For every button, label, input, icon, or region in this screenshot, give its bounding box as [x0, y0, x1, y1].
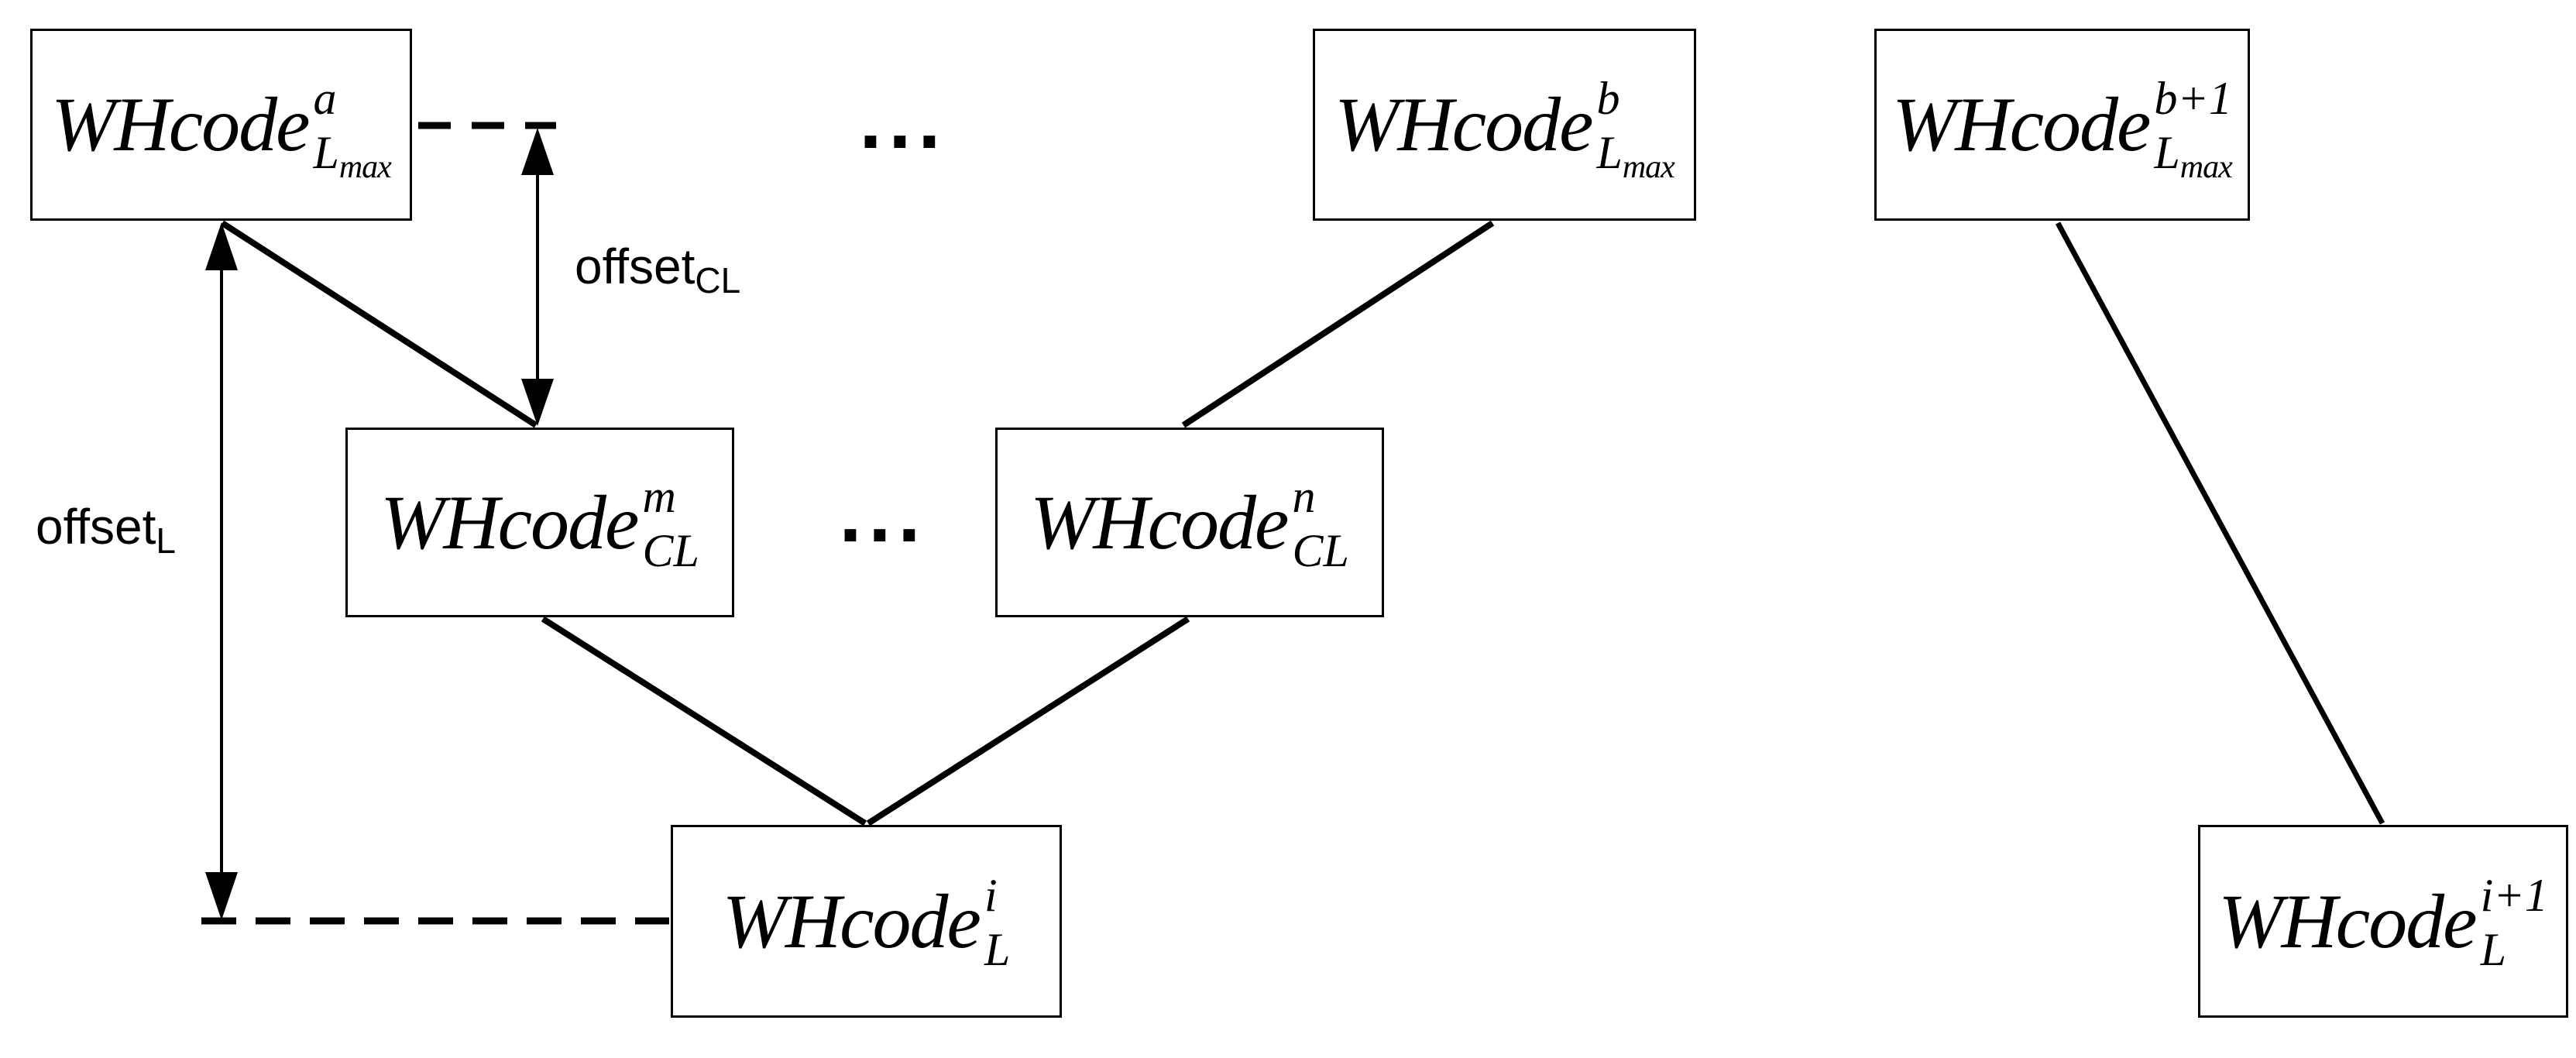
node-m-superscript: m — [642, 470, 676, 522]
edge-b-to-n — [1181, 220, 1495, 428]
node-m-base: WHcode — [380, 479, 639, 565]
node-whcode-b-label: WHcode b Lmax — [1334, 70, 1675, 184]
node-b1-subsubscript: max — [2179, 149, 2233, 185]
node-i-base: WHcode — [722, 878, 981, 964]
node-whcode-n-label: WHcode n CL — [1030, 469, 1349, 577]
offset-cl-label-base: offset — [575, 239, 696, 294]
node-whcode-b: WHcode b Lmax — [1313, 29, 1696, 221]
node-n-superscript: n — [1292, 470, 1316, 522]
node-whcode-i: WHcode i L — [671, 825, 1062, 1018]
node-i-scripts: i L — [984, 872, 1010, 981]
node-n-base: WHcode — [1030, 479, 1289, 565]
node-a-subsubscript: max — [338, 149, 392, 185]
node-i-superscript: i — [984, 869, 998, 921]
offset-l-arrowhead-down — [205, 872, 238, 920]
node-a-subscript: Lmax — [313, 127, 392, 185]
node-b-subsubscript: max — [1622, 149, 1675, 185]
node-i-subscript: L — [984, 923, 1011, 975]
node-a-scripts: a Lmax — [313, 73, 392, 185]
node-whcode-a-label: WHcode a Lmax — [51, 70, 392, 184]
node-i1-scripts: i+1 L — [2481, 872, 2548, 981]
offset-cl-label-subscript: CL — [695, 260, 741, 301]
edge-n-to-i — [866, 616, 1190, 826]
node-whcode-m: WHcode m CL — [345, 428, 734, 617]
node-a-superscript: a — [313, 73, 337, 124]
node-b1-base: WHcode — [1892, 81, 2151, 167]
node-b1-superscript: b+1 — [2154, 73, 2232, 124]
node-b-base: WHcode — [1334, 81, 1593, 167]
offset-l-label: offsetL — [36, 502, 176, 558]
ellipsis-top-row: ... — [858, 88, 946, 163]
offset-cl-arrowhead-up — [521, 128, 554, 175]
node-b1-subscript: Lmax — [2154, 127, 2233, 185]
offset-l-label-base: offset — [36, 499, 156, 555]
edge-b1-to-i1 — [2055, 222, 2385, 825]
node-whcode-b1-label: WHcode b+1 Lmax — [1892, 70, 2233, 184]
node-whcode-b-plus-1: WHcode b+1 Lmax — [1874, 29, 2250, 221]
node-whcode-i-plus-1: WHcode i+1 L — [2198, 825, 2568, 1018]
node-b-scripts: b Lmax — [1596, 75, 1674, 184]
node-n-scripts: n CL — [1292, 473, 1348, 582]
node-a-base: WHcode — [51, 81, 310, 167]
offset-cl-arrow — [521, 128, 554, 426]
node-whcode-a: WHcode a Lmax — [30, 29, 412, 221]
node-b-superscript: b — [1596, 73, 1620, 124]
node-b-subscript: Lmax — [1596, 127, 1675, 185]
node-whcode-i-label: WHcode i L — [723, 867, 1011, 976]
node-m-scripts: m CL — [642, 473, 699, 582]
offset-l-label-subscript: L — [156, 520, 176, 561]
edge-a-to-m — [220, 220, 538, 428]
offset-cl-arrowhead-down — [521, 379, 554, 426]
offset-cl-label: offsetCL — [575, 242, 740, 298]
node-whcode-i1-label: WHcode i+1 L — [2218, 867, 2547, 976]
ellipsis-middle-row: ... — [838, 481, 926, 557]
edge-m-to-i — [541, 616, 867, 826]
node-whcode-m-label: WHcode m CL — [380, 469, 699, 577]
node-i1-superscript: i+1 — [2480, 869, 2548, 921]
node-whcode-n: WHcode n CL — [995, 428, 1384, 617]
node-i1-subscript: L — [2480, 923, 2506, 975]
node-i1-base: WHcode — [2218, 878, 2477, 964]
node-m-subscript: CL — [642, 524, 699, 576]
node-b1-scripts: b+1 Lmax — [2154, 75, 2232, 184]
offset-l-arrowhead-up — [205, 222, 238, 270]
node-n-subscript: CL — [1292, 524, 1349, 576]
offset-l-arrow — [205, 222, 238, 920]
